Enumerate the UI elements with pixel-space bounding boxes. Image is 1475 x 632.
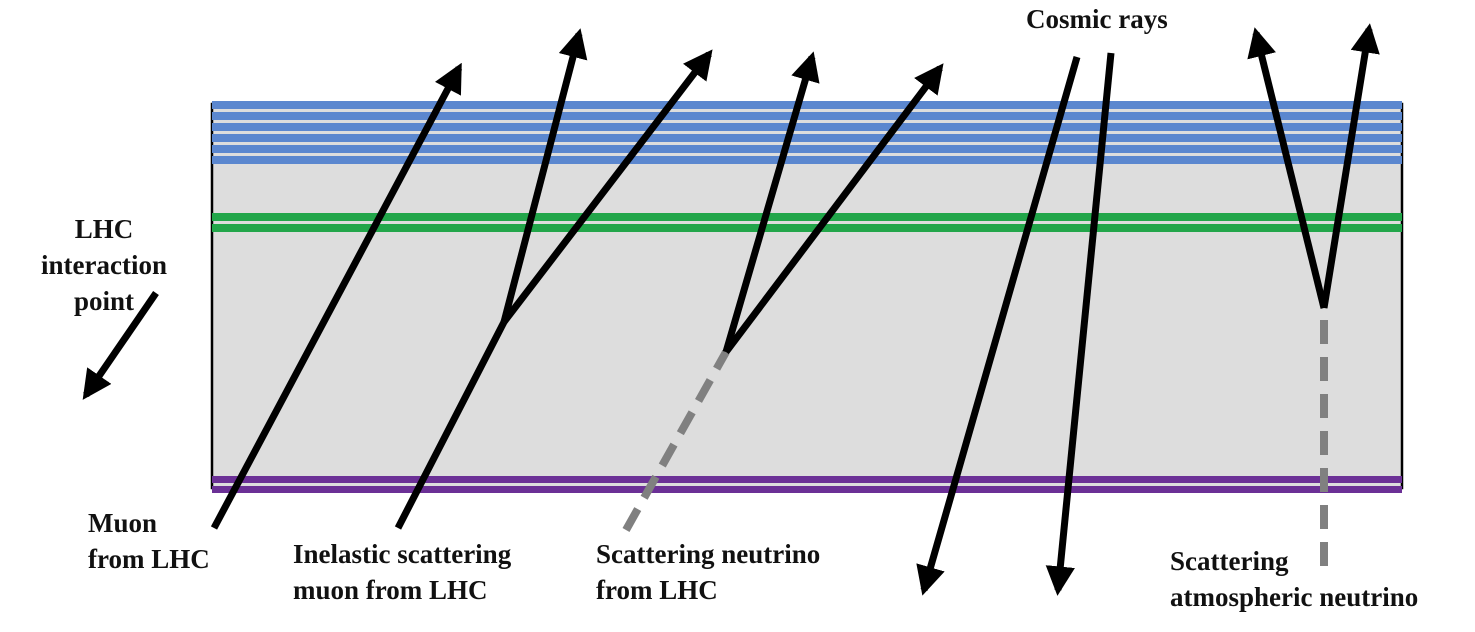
label-line: muon from LHC [293, 575, 488, 605]
inelastic-muon-secondary-track [500, 28, 588, 323]
label-line: Inelastic scattering [293, 539, 512, 569]
neutrino-secondary-track [723, 63, 944, 355]
atmospheric-neutrino-label: Scattering atmospheric neutrino [1170, 543, 1418, 615]
station-layer [212, 145, 1402, 153]
neutrino-secondary-track [722, 51, 820, 353]
cosmic-ray-track [1045, 52, 1115, 596]
muon-label: Muon from LHC [88, 505, 210, 577]
station-layer [212, 101, 1402, 109]
label-line: Cosmic rays [1026, 4, 1168, 34]
muon-track [210, 62, 463, 530]
inelastic-muon-secondary-track [501, 49, 713, 325]
label-line: Scattering [1170, 546, 1289, 576]
station-layer [212, 224, 1402, 232]
label-line: point [73, 286, 135, 316]
top-tracking-stations [212, 101, 1402, 164]
middle-station [212, 213, 1402, 232]
scattering-neutrino-label: Scattering neutrino from LHC [596, 536, 820, 608]
label-line: Scattering neutrino [596, 539, 821, 569]
station-layer [212, 112, 1402, 120]
atmospheric-secondary-track [1320, 23, 1380, 309]
inelastic-scattering-label: Inelastic scattering muon from LHC [293, 536, 511, 608]
neutrino-path-lhc [622, 350, 730, 532]
cosmic-ray-track [916, 56, 1081, 596]
station-layer [212, 476, 1402, 483]
atmospheric-secondary-track [1247, 27, 1328, 309]
lhc-interaction-point-label: LHC interaction point [34, 211, 174, 319]
station-layer [212, 156, 1402, 164]
label-line: from LHC [88, 544, 210, 574]
label-line: LHC [74, 214, 134, 244]
station-layer [212, 213, 1402, 221]
label-line: interaction [41, 250, 167, 280]
station-layer [212, 123, 1402, 131]
station-layer [212, 486, 1402, 493]
cosmic-rays-label: Cosmic rays [1026, 1, 1168, 37]
detector-volume [210, 102, 1404, 490]
inelastic-muon-incoming-track [394, 320, 508, 530]
label-line: Muon [88, 508, 158, 538]
bottom-station [212, 476, 1402, 493]
label-line: from LHC [596, 575, 718, 605]
label-line: atmospheric neutrino [1170, 582, 1419, 612]
station-layer [212, 134, 1402, 142]
lhc-direction-arrow [82, 291, 159, 400]
